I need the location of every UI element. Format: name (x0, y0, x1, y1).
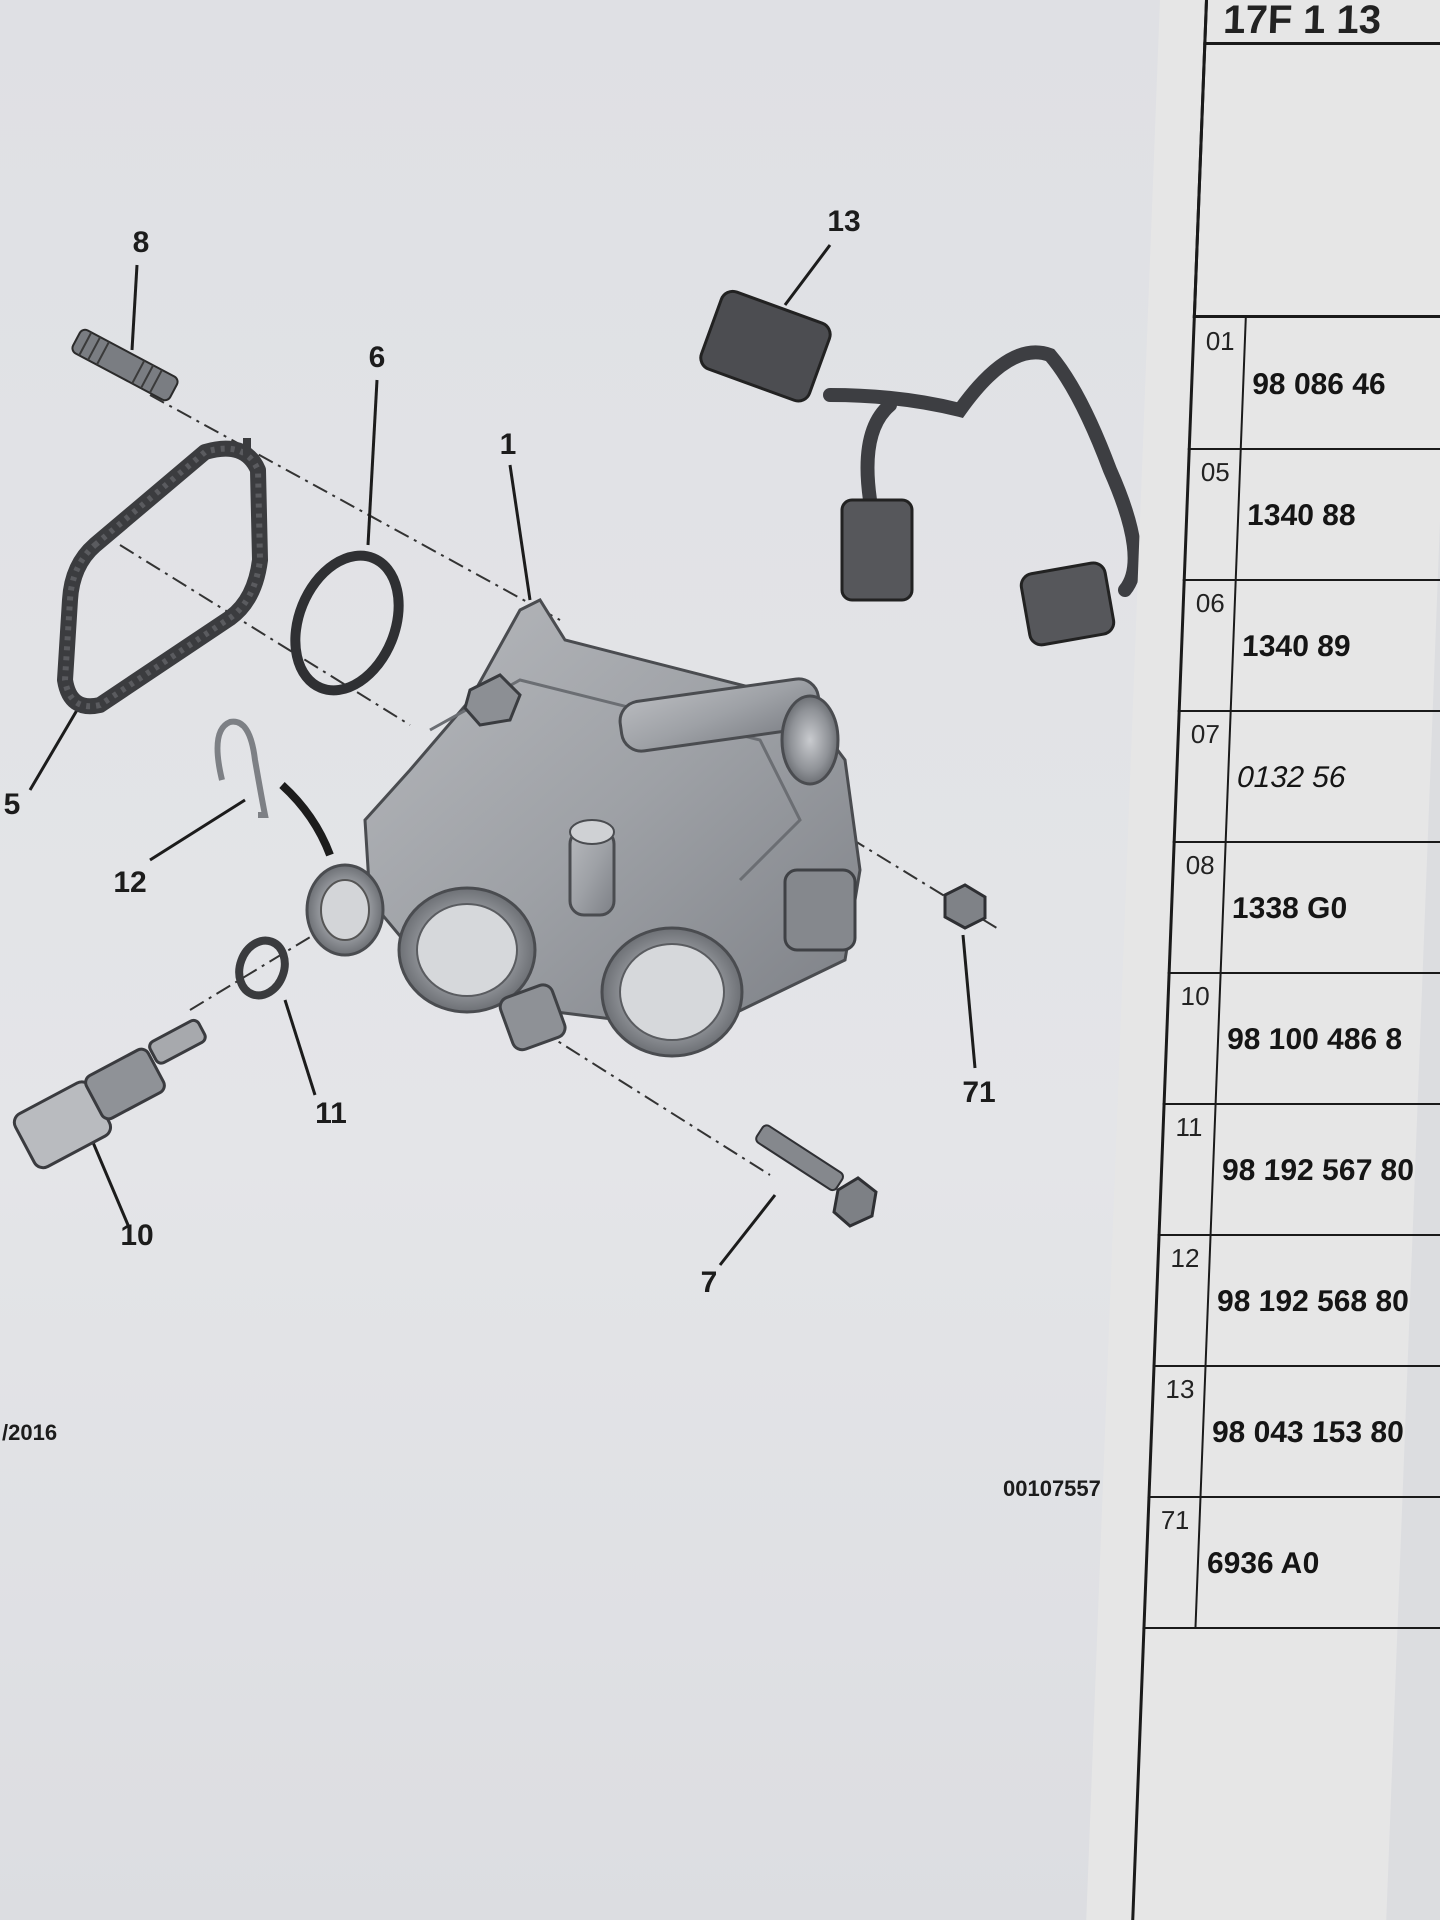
part-number: 98 043 153 80 (1211, 1416, 1405, 1449)
table-header-blank (1192, 45, 1440, 318)
table-header-code: 17F 1 13 (1203, 0, 1440, 45)
part-index: 05 (1200, 457, 1231, 487)
stud-part-8 (71, 328, 179, 402)
part-index: 11 (1175, 1112, 1204, 1142)
callout-1: 1 (499, 428, 517, 461)
callout-10: 10 (120, 1219, 154, 1252)
callout-71: 71 (962, 1076, 996, 1109)
table-row: 06 1340 89 (1177, 580, 1440, 712)
part-number: 6936 A0 (1206, 1547, 1320, 1580)
part-number: 1340 88 (1246, 499, 1357, 532)
table-row: 10 98 100 486 8 (1162, 973, 1440, 1105)
table-row: 11 98 192 567 80 (1157, 1104, 1440, 1236)
direction-arrow (279, 782, 334, 857)
part-index: 08 (1185, 850, 1216, 880)
part-number: 1340 89 (1241, 630, 1352, 663)
table-row: 07 0132 56 (1172, 711, 1440, 843)
table-row: 08 1338 G0 (1167, 842, 1440, 974)
exploded-parts-diagram: 8 6 1 13 5 12 11 10 7 71 /2016 00107557 (0, 0, 1225, 1920)
callout-12: 12 (113, 866, 147, 899)
part-index: 12 (1170, 1243, 1201, 1273)
part-index: 71 (1160, 1505, 1191, 1535)
table-row: 01 98 086 46 (1187, 318, 1440, 450)
sensor-part-10 (12, 1018, 207, 1170)
callout-13: 13 (827, 205, 861, 238)
callout-7: 7 (700, 1266, 718, 1299)
clip-part-12 (214, 718, 269, 818)
part-index: 01 (1205, 326, 1236, 356)
part-number: 98 192 568 80 (1216, 1285, 1410, 1318)
part-number: 98 100 486 8 (1226, 1023, 1403, 1056)
o-ring-part-6 (290, 550, 404, 696)
callout-8: 8 (132, 226, 150, 259)
footer-reference: 00107557 (1003, 1476, 1101, 1501)
part-number: 1338 G0 (1231, 892, 1348, 925)
washer-part-11 (235, 936, 289, 1000)
footer-date: /2016 (2, 1420, 58, 1445)
bolt-part-7 (755, 1124, 878, 1228)
wiring-harness-part-13 (699, 289, 1142, 647)
part-number: 0132 56 (1236, 761, 1347, 794)
part-index: 13 (1165, 1374, 1196, 1404)
callout-5: 5 (3, 788, 21, 821)
thermostat-housing-part-1 (305, 598, 862, 1058)
callout-11: 11 (315, 1097, 347, 1130)
part-number: 98 086 46 (1251, 368, 1387, 401)
table-row: 71 6936 A0 (1142, 1497, 1440, 1629)
part-index: 10 (1180, 981, 1211, 1011)
table-row: 05 1340 88 (1182, 449, 1440, 581)
part-index: 06 (1195, 588, 1226, 618)
part-number: 98 192 567 80 (1221, 1154, 1415, 1187)
table-row: 13 98 043 153 80 (1147, 1366, 1440, 1498)
nut-part-71 (943, 883, 987, 930)
leader-lines (28, 244, 977, 1266)
gasket-part-5 (57, 440, 268, 715)
table-row: 12 98 192 568 80 (1152, 1235, 1440, 1367)
diagram-drawing (12, 244, 1142, 1266)
callout-6: 6 (368, 341, 386, 374)
part-index: 07 (1190, 719, 1221, 749)
